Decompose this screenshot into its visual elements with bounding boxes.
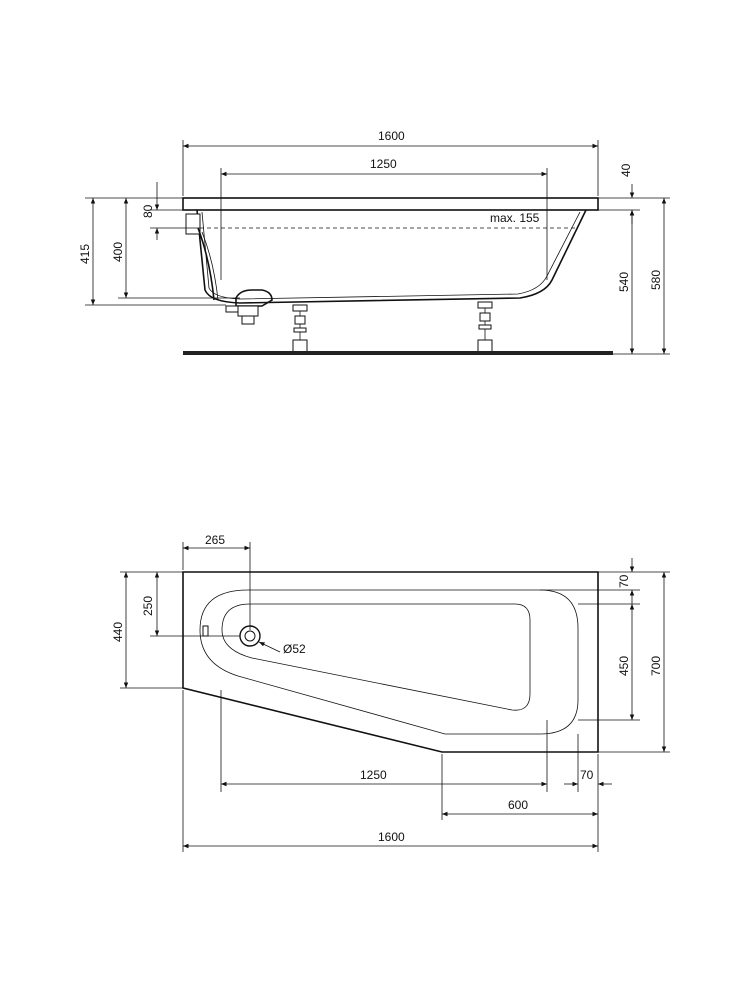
plan-view: Ø52 265 250 440 70 450 700 (111, 533, 670, 852)
waste-overflow-assembly (185, 213, 273, 325)
bath-plan-rim (199, 589, 579, 735)
bath-rim (182, 197, 599, 211)
dim-rim-thickness: 40 (619, 163, 633, 177)
bath-plan-outline (182, 571, 599, 753)
dim-inner-length-plan: 1250 (360, 768, 387, 782)
dim-415: 415 (78, 244, 92, 264)
dim-540: 540 (617, 272, 631, 292)
dim-700: 700 (649, 656, 663, 676)
dim-580: 580 (649, 270, 663, 290)
dim-250: 250 (141, 596, 155, 616)
dim-440: 440 (111, 622, 125, 642)
dim-265: 265 (205, 533, 225, 547)
dim-overall-length: 1600 (378, 129, 405, 143)
dim-top-70: 70 (617, 574, 631, 588)
dim-inner-length: 1250 (370, 157, 397, 171)
bath-inner-outline (201, 211, 581, 300)
overflow-icon (202, 625, 209, 637)
dim-bottom-70: 70 (580, 768, 594, 782)
bath-body-outline (196, 209, 587, 304)
water-level-label: max. 155 (490, 211, 540, 225)
adjustable-foot-right (477, 301, 493, 353)
dim-450: 450 (617, 656, 631, 676)
side-view: max. 155 (78, 129, 670, 355)
dim-overall-length-plan: 1600 (378, 830, 405, 844)
floor-line (183, 351, 613, 355)
dim-80: 80 (141, 204, 155, 218)
adjustable-foot-left (292, 304, 308, 353)
bath-plan-floor (221, 603, 531, 711)
dim-600: 600 (508, 798, 528, 812)
drain-diameter-label: Ø52 (283, 642, 306, 656)
dim-400: 400 (111, 242, 125, 262)
